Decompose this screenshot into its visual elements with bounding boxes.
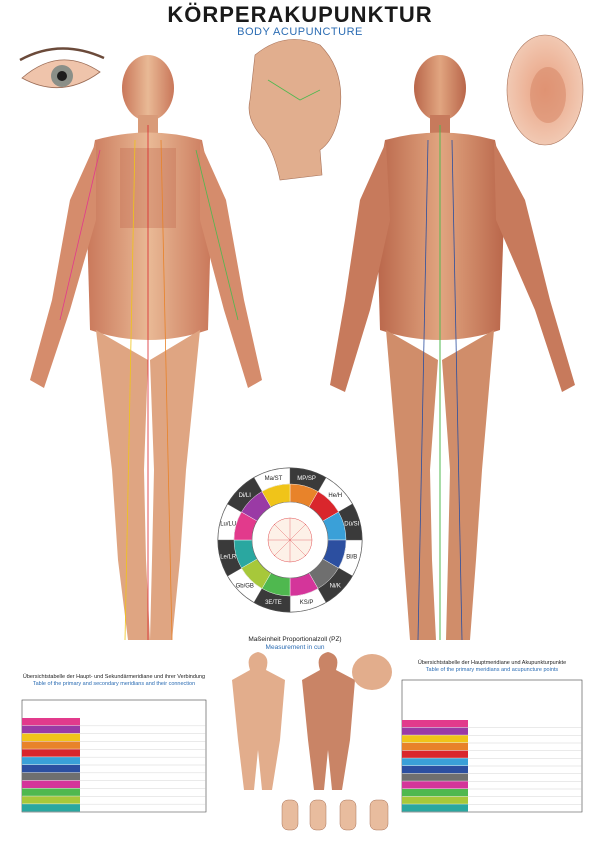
measurement-title-en: Measurement in cun [265, 644, 325, 651]
head-profile [248, 39, 342, 181]
table-color-row [22, 772, 80, 781]
table-color-row [22, 765, 80, 773]
poster-title: KÖRPERAKUPUNKTUR [167, 2, 433, 27]
wheel-segment-label: 3E/TE [265, 600, 282, 606]
table-color-row [402, 781, 468, 789]
table-color-row [402, 773, 468, 781]
wheel-segment-label: Lu/LU [220, 521, 236, 527]
table-color-row [402, 789, 468, 797]
table-color-row [22, 725, 80, 734]
table-color-row [22, 749, 80, 757]
table-color-row [402, 796, 468, 804]
table-color-row [402, 758, 468, 766]
table-color-row [22, 788, 80, 796]
table-color-row [402, 766, 468, 774]
left-table-title-en: Table of the primary and secondary merid… [32, 681, 196, 687]
table-color-row [22, 718, 80, 726]
wheel-segment-label: Dü/SI [344, 521, 359, 527]
table-color-row [402, 804, 468, 812]
table-color-row [22, 804, 80, 812]
right-table-title: Übersichtstabelle der Hauptmeridiane und… [402, 660, 582, 674]
measurement-figures [232, 652, 392, 831]
table-color-row [22, 780, 80, 788]
wheel-segment-label: Le/LR [220, 555, 237, 561]
wheel-segment-label: Ni/K [330, 583, 341, 589]
measurement-title-de: Maßeinheit Proportionalzoll (PZ) [248, 636, 342, 643]
table-color-row [402, 735, 468, 743]
table-color-row [402, 727, 468, 735]
table-color-row [22, 757, 80, 765]
wheel-segment-label: Bl/B [346, 555, 357, 561]
right-table-title-de: Übersichtstabelle der Hauptmeridiane und… [417, 660, 567, 666]
wheel-segment-label: KS/P [300, 600, 314, 606]
front-body-figure [30, 55, 262, 641]
wheel-segment-label: Gb/GB [236, 583, 254, 589]
table-color-row [22, 741, 80, 749]
eye-illustration [19, 47, 105, 88]
table-color-row [402, 750, 468, 758]
table-color-row [402, 720, 468, 728]
left-table-title: Übersichtstabelle der Haupt- und Sekundä… [22, 674, 206, 688]
table-color-row [22, 733, 80, 741]
wheel-segment-label: Ma/ST [265, 476, 283, 482]
right-meridian-table [401, 679, 583, 813]
ear-illustration [506, 34, 584, 146]
table-color-row [402, 743, 468, 751]
right-table-title-en: Table of the primary meridians and acupu… [425, 667, 559, 673]
left-meridian-table [21, 699, 207, 813]
table-color-row [22, 796, 80, 804]
wheel-segment-label: He/H [328, 493, 342, 499]
wheel-segment-label: Di/LI [239, 493, 252, 499]
back-body-figure [330, 55, 575, 641]
wheel-segment-label: MP/SP [297, 476, 316, 482]
meridian-wheel: MP/SP He/H Dü/SI Bl/B Ni/K KS/P 3E/TE Gb/GB Le/L… [217, 467, 363, 613]
left-table-title-de: Übersichtstabelle der Haupt- und Sekundä… [22, 674, 206, 680]
measurement-title: Maßeinheit Proportionalzoll (PZ) Measure… [215, 636, 375, 652]
poster-subtitle: BODY ACUPUNCTURE [237, 26, 363, 38]
